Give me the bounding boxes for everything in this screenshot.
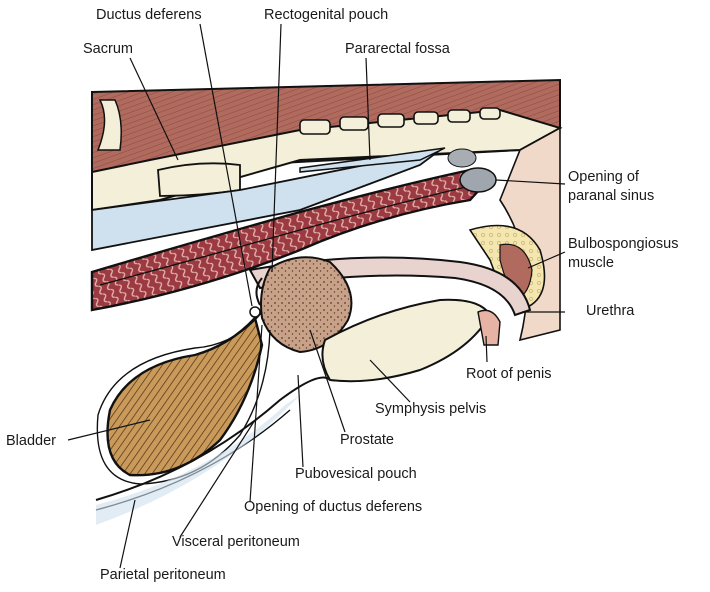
caudal-vertebrae xyxy=(299,107,501,135)
label-parietal-peritoneum: Parietal peritoneum xyxy=(100,567,226,583)
label-line: paranal sinus xyxy=(568,188,655,204)
label-line: Bulbospongiosus xyxy=(568,236,679,252)
ventral-pale xyxy=(96,395,300,525)
label-urethra: Urethra xyxy=(586,303,635,319)
label-pubovesical-pouch: Pubovesical pouch xyxy=(295,466,417,482)
label-root-of-penis: Root of penis xyxy=(466,366,552,382)
anal-gland xyxy=(447,148,477,168)
label-visceral-peritoneum: Visceral peritoneum xyxy=(172,534,300,550)
label-pararectal-fossa: Pararectal fossa xyxy=(345,41,450,57)
paranal-sinus xyxy=(459,167,497,193)
ductus-deferens-tube xyxy=(255,277,263,306)
peritoneal-cavity xyxy=(91,149,441,252)
label-opening-ductus-deferens: Opening of ductus deferens xyxy=(244,499,423,515)
rectum-lumen xyxy=(99,185,471,286)
bladder-body xyxy=(106,315,264,477)
sacral-body xyxy=(157,162,241,197)
label-bladder: Bladder xyxy=(6,433,56,449)
label-sacrum: Sacrum xyxy=(83,41,133,57)
ventral-wall xyxy=(95,376,331,501)
pararectal-fossa-shape xyxy=(299,147,446,173)
label-symphysis-pelvis: Symphysis pelvis xyxy=(375,401,487,417)
label-opening-paranal-sinus: Opening of paranal sinus xyxy=(568,168,654,206)
root-of-penis-shape xyxy=(477,309,501,346)
label-prostate: Prostate xyxy=(340,432,394,448)
label-ductus-deferens: Ductus deferens xyxy=(96,7,202,23)
leader-lines xyxy=(67,23,566,569)
sacral-spine xyxy=(96,99,122,151)
label-line: Opening of xyxy=(568,169,639,185)
label-rectogenital-pouch: Rectogenital pouch xyxy=(264,7,389,23)
label-line: muscle xyxy=(568,255,614,271)
label-bulbospongiosus-muscle: Bulbospongiosus muscle xyxy=(568,235,678,273)
bladder-outer-wall xyxy=(96,311,271,485)
